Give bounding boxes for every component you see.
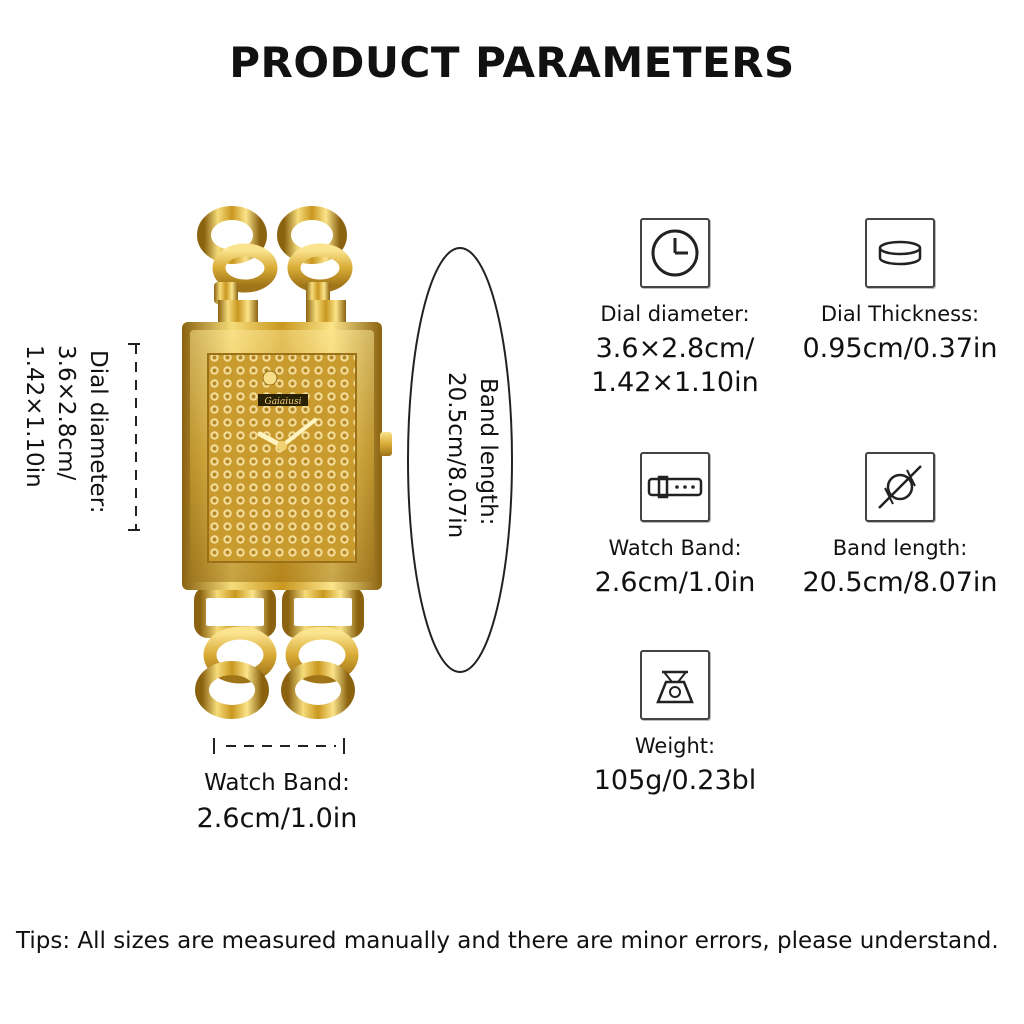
watch-band-caption-value: 2.6cm/1.0in [196, 803, 358, 834]
scale-icon [640, 650, 710, 720]
dial-diameter-vertical-label: Dial diameter: [85, 350, 111, 514]
thickness-icon [865, 218, 935, 288]
tips-note: Tips: All sizes are measured manually an… [16, 928, 999, 954]
page-title: PRODUCT PARAMETERS [229, 38, 795, 87]
dial-diameter-vertical-value1: 3.6×2.8cm/ [53, 345, 79, 481]
watch-dial [207, 353, 357, 563]
spec-value: 3.6×2.8cm/1.42×1.10in [591, 333, 759, 398]
watch-image: Gaiaiusi [128, 206, 513, 754]
spec-label: Dial diameter: [600, 302, 750, 326]
spec-watch-band: Watch Band: 2.6cm/1.0in [565, 452, 785, 600]
spec-dial-thickness: Dial Thickness: 0.95cm/0.37in [790, 218, 1010, 366]
spec-weight: Weight: 105g/0.23bl [565, 650, 785, 798]
watch-band-caption: Watch Band: [204, 770, 350, 796]
spec-label: Watch Band: [608, 536, 742, 560]
dial-diameter-vertical-value2: 1.42×1.10in [21, 345, 47, 488]
brand-mark: Gaiaiusi [265, 397, 302, 407]
band-width-marker [213, 738, 345, 754]
spec-value: 2.6cm/1.0in [594, 567, 756, 598]
watch-illustration: Gaiaiusi Dial diameter: 3.6×2.8cm/ 1.42×… [0, 0, 560, 900]
spec-dial-diameter: Dial diameter: 3.6×2.8cm/1.42×1.10in [565, 218, 785, 400]
spec-band-length: Band length: 20.5cm/8.07in [790, 452, 1010, 600]
spec-label: Band length: [832, 536, 968, 560]
spec-value: 0.95cm/0.37in [802, 333, 998, 364]
spec-value: 20.5cm/8.07in [802, 567, 998, 598]
spec-label: Weight: [634, 734, 716, 758]
band-length-ellipse [407, 247, 513, 673]
top-chain [197, 206, 353, 332]
spec-label: Dial Thickness: [820, 302, 980, 326]
band-length-vertical-label: Band length: [475, 378, 501, 526]
spec-value: 105g/0.23bl [593, 765, 757, 796]
band-icon [640, 452, 710, 522]
band-length-vertical-value: 20.5cm/8.07in [443, 372, 469, 539]
wrist-measure-icon [865, 452, 935, 522]
watch-crown [380, 432, 392, 456]
dial-dimension-marker [128, 343, 140, 531]
clock-icon [640, 218, 710, 288]
